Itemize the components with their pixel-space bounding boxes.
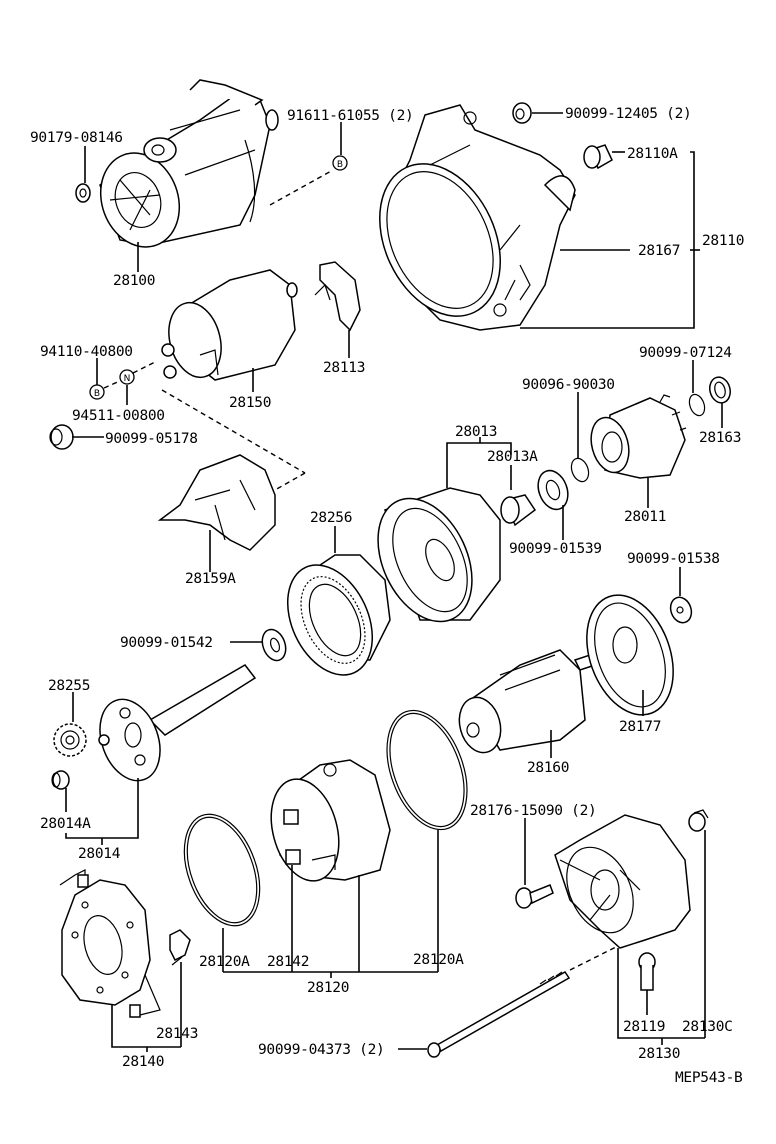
internal-gear-28256-part[interactable] bbox=[271, 551, 391, 688]
label-94110-40800: 94110-40800 bbox=[40, 344, 133, 360]
planetary-shaft-28014-part[interactable] bbox=[89, 664, 257, 789]
label-28256: 28256 bbox=[310, 510, 352, 526]
label-28014: 28014 bbox=[78, 846, 121, 862]
label-90099-05178: 90099-05178 bbox=[105, 431, 198, 447]
label-28130C: 28130C bbox=[682, 1019, 733, 1035]
label-90096-90030: 90096-90030 bbox=[522, 377, 615, 393]
clutch-28011-part[interactable] bbox=[585, 394, 687, 479]
label-90099-01538: 90099-01538 bbox=[627, 551, 720, 567]
cap-90099-12405-part[interactable] bbox=[512, 102, 532, 124]
label-28120: 28120 bbox=[307, 980, 349, 996]
armature-28160-part[interactable] bbox=[453, 649, 597, 757]
washer-90099-01539-part[interactable] bbox=[533, 466, 573, 513]
label-28120A-left: 28120A bbox=[199, 954, 250, 970]
label-90099-01542: 90099-01542 bbox=[120, 635, 213, 651]
cover-28159A-part[interactable] bbox=[157, 454, 276, 551]
label-28011: 28011 bbox=[624, 509, 666, 525]
label-28013: 28013 bbox=[455, 424, 497, 440]
label-28255: 28255 bbox=[48, 678, 90, 694]
label-94511-00800: 94511-00800 bbox=[72, 408, 165, 424]
label-28160: 28160 bbox=[527, 760, 569, 776]
washer-90099-01542-part[interactable] bbox=[258, 626, 290, 664]
nut-marker-n-icon: N bbox=[119, 369, 135, 385]
nut-90179-08146-part[interactable] bbox=[75, 183, 91, 203]
label-28113: 28113 bbox=[323, 360, 365, 376]
housing-28167-part[interactable] bbox=[356, 104, 576, 336]
label-28014A: 28014A bbox=[40, 816, 91, 832]
label-91611-61055: 91611-61055 (2) bbox=[287, 108, 413, 124]
label-28163: 28163 bbox=[699, 430, 741, 446]
svg-text:B: B bbox=[94, 389, 100, 399]
label-28140: 28140 bbox=[122, 1054, 164, 1070]
commutator-end-frame-28130-part[interactable] bbox=[554, 814, 691, 949]
label-28130: 28130 bbox=[638, 1046, 680, 1062]
label-90099-12405: 90099-12405 (2) bbox=[565, 106, 691, 122]
cap-90099-05178-part[interactable] bbox=[49, 424, 74, 450]
label-90179-08146: 90179-08146 bbox=[30, 130, 123, 146]
spring-28143-part[interactable] bbox=[169, 929, 191, 966]
starter-assembly-part[interactable] bbox=[88, 79, 279, 258]
snap-ring-90099-07124-part[interactable] bbox=[687, 392, 708, 417]
bolt-marker-b-icon: B bbox=[332, 155, 348, 171]
label-90099-01539: 90099-01539 bbox=[509, 541, 602, 557]
washer-90099-01538-part[interactable] bbox=[667, 594, 695, 625]
label-28120A-right: 28120A bbox=[413, 952, 464, 968]
label-28143: 28143 bbox=[156, 1026, 198, 1042]
label-28176-15090: 28176-15090 (2) bbox=[470, 803, 596, 819]
label-28177: 28177 bbox=[619, 719, 661, 735]
figure-id: MEP543-B bbox=[675, 1070, 743, 1086]
through-bolt-90099-04373-part[interactable] bbox=[427, 971, 571, 1058]
label-28110: 28110 bbox=[702, 233, 744, 249]
label-90099-07124: 90099-07124 bbox=[639, 345, 732, 361]
o-ring-28120A-left-part[interactable] bbox=[170, 804, 274, 936]
stop-collar-28163-part[interactable] bbox=[707, 375, 733, 405]
o-ring-upper-part[interactable] bbox=[372, 699, 482, 840]
solenoid-28150-part[interactable] bbox=[161, 269, 298, 383]
yoke-28013-part[interactable] bbox=[359, 483, 501, 636]
bushing-28119-part[interactable] bbox=[638, 952, 656, 991]
label-28119: 28119 bbox=[623, 1019, 665, 1035]
label-90099-04373: 90099-04373 (2) bbox=[258, 1042, 384, 1058]
label-28110A: 28110A bbox=[627, 146, 678, 162]
planet-gear-28255-part[interactable] bbox=[53, 723, 87, 757]
svg-text:B: B bbox=[337, 160, 343, 170]
bushing-28014A-part[interactable] bbox=[51, 770, 70, 790]
label-28150: 28150 bbox=[229, 395, 271, 411]
bushing-28110A-part[interactable] bbox=[583, 144, 613, 170]
svg-text:N: N bbox=[124, 374, 131, 384]
brush-holder-28140-part[interactable] bbox=[59, 869, 161, 1018]
bushing-28130C-part[interactable] bbox=[688, 809, 709, 832]
plate-28177-part[interactable] bbox=[571, 583, 689, 727]
label-28013A: 28013A bbox=[487, 449, 538, 465]
snap-ring-90096-90030-part[interactable] bbox=[568, 456, 591, 484]
bushing-28013A-part[interactable] bbox=[500, 494, 537, 527]
label-28142: 28142 bbox=[267, 954, 309, 970]
screw-28176-15090-part[interactable] bbox=[515, 884, 554, 909]
label-28167: 28167 bbox=[638, 243, 680, 259]
lever-28113-part[interactable] bbox=[314, 261, 361, 332]
field-frame-28120-part[interactable] bbox=[261, 759, 391, 889]
label-28159A: 28159A bbox=[185, 571, 236, 587]
label-28100: 28100 bbox=[113, 273, 155, 289]
bolt-marker-b-icon: B bbox=[89, 384, 105, 400]
